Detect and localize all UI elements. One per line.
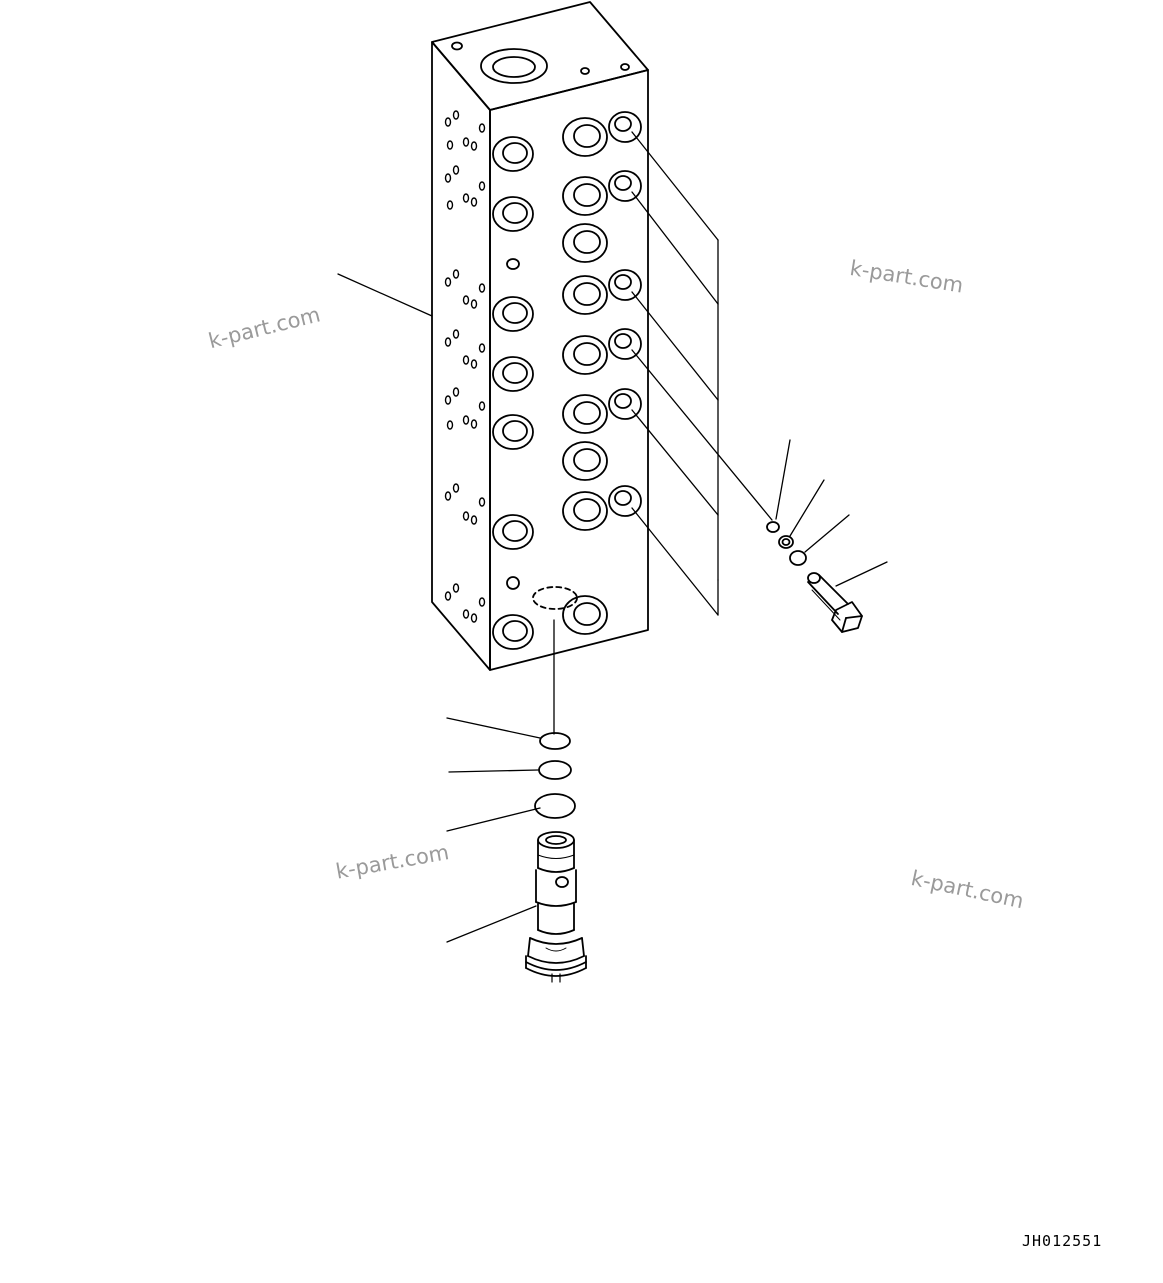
o-ring-medium — [538, 760, 572, 780]
plug-o-ring — [766, 521, 780, 533]
drawing-reference-code: JH012551 — [1022, 1232, 1103, 1250]
side-face-holes — [444, 110, 486, 623]
leader-lines — [337, 131, 888, 943]
plug-seal — [789, 550, 807, 566]
relief-valve-cartridge — [525, 831, 587, 983]
plug-washer — [778, 535, 794, 549]
plug-bolt — [807, 572, 863, 633]
valve-block — [431, 1, 649, 671]
o-ring-small — [539, 732, 571, 750]
front-face-ports — [492, 111, 642, 650]
o-ring-large — [534, 793, 576, 819]
